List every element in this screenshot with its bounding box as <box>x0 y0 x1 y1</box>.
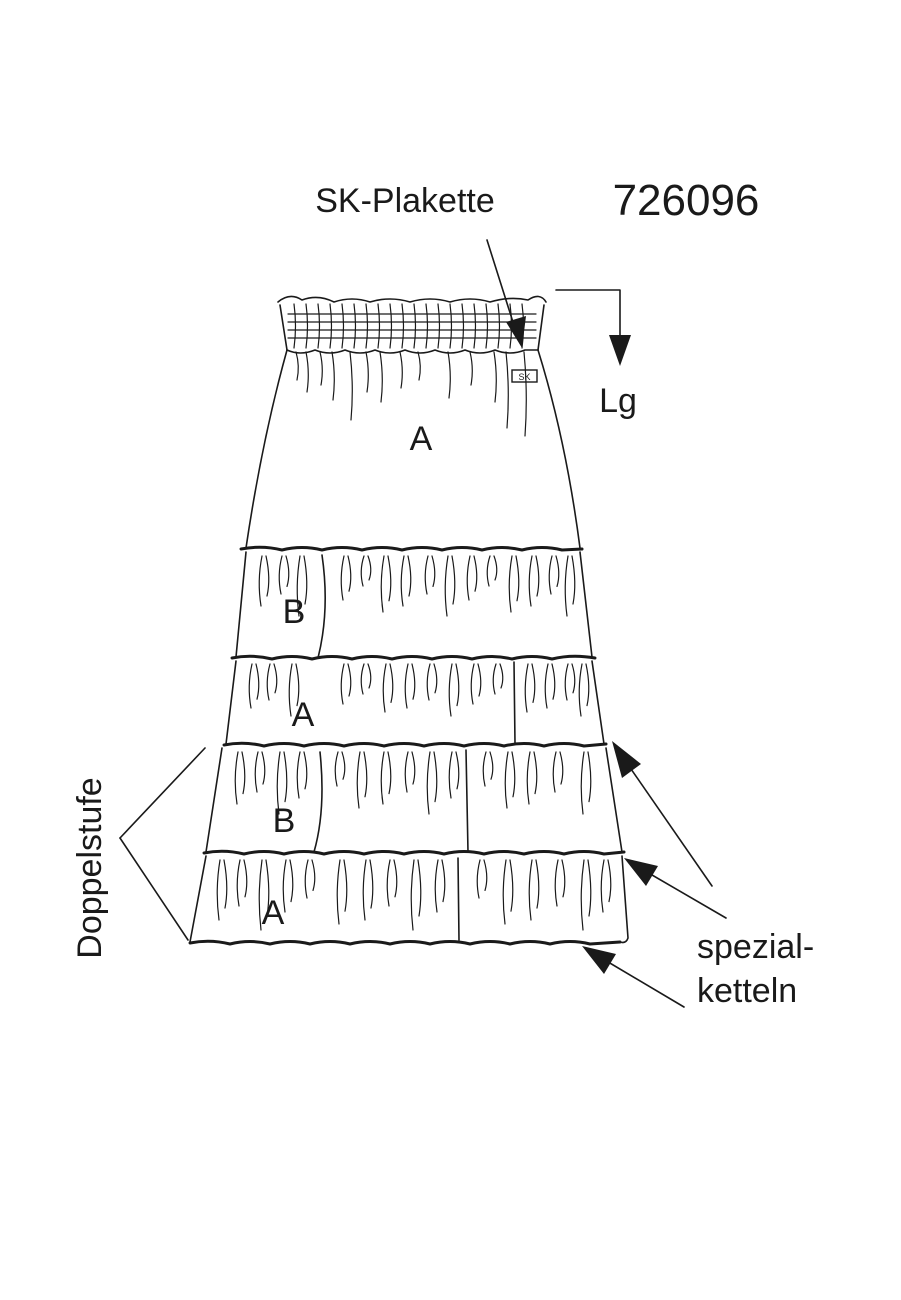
tier-4-b <box>205 747 623 853</box>
special-chain-arrows: spezial- ketteln <box>582 741 814 1010</box>
plakette-label: SK-Plakette <box>315 182 495 220</box>
tier-3-a <box>225 660 605 745</box>
svg-text:SK: SK <box>518 372 530 382</box>
double-tier-label: Doppelstufe <box>71 777 109 958</box>
special-chain-label-1: spezial- <box>697 928 814 966</box>
seam-1 <box>239 545 584 552</box>
tier-3-letter: A <box>292 696 315 734</box>
seam-4 <box>202 849 626 856</box>
tier-5-letter: A <box>262 894 285 932</box>
tier-2-letter: B <box>283 593 306 631</box>
article-number: 726096 <box>613 176 760 225</box>
double-tier-bracket: Doppelstufe <box>71 747 206 959</box>
tier-5-a <box>189 855 629 944</box>
sk-tag: SK <box>511 369 538 383</box>
waistband <box>277 295 547 354</box>
tier-1-a <box>245 349 581 549</box>
seam-2 <box>230 654 597 661</box>
tier-4-letter: B <box>273 802 296 840</box>
tier-1-letter: A <box>410 420 433 458</box>
tier-2-b <box>235 551 593 659</box>
seam-3 <box>222 741 608 748</box>
length-label: Lg <box>599 382 637 420</box>
hem <box>188 939 622 946</box>
special-chain-label-2: ketteln <box>697 972 797 1010</box>
length-indicator: Lg <box>555 289 637 420</box>
